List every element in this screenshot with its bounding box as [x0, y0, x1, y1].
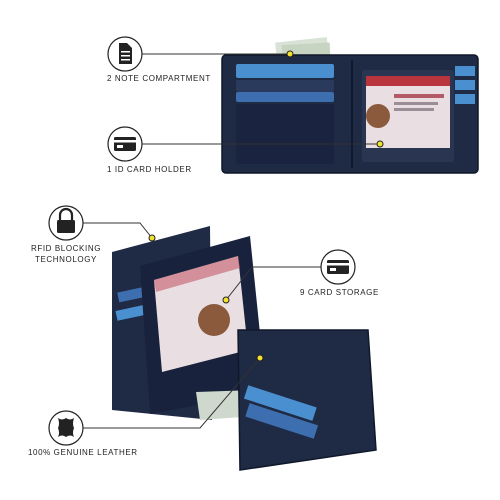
document-icon — [107, 36, 143, 72]
callout-lines — [82, 53, 380, 429]
leather-icon — [48, 410, 84, 446]
wallet-open-top — [221, 37, 479, 174]
note-compartment-label: 2 NOTE COMPARTMENT — [107, 74, 211, 83]
rfid-blocking-label: RFID BLOCKING TECHNOLOGY — [30, 244, 102, 264]
card-icon-storage — [320, 249, 356, 285]
genuine-leather-label: 100% GENUINE LEATHER — [28, 448, 138, 457]
lock-icon — [48, 205, 84, 241]
wallet-angled-bottom — [112, 226, 377, 471]
id-card-holder-label: 1 ID CARD HOLDER — [107, 165, 192, 174]
card-icon-id — [107, 126, 143, 162]
callout-dots — [148, 50, 384, 362]
card-storage-label: 9 CARD STORAGE — [300, 288, 379, 297]
